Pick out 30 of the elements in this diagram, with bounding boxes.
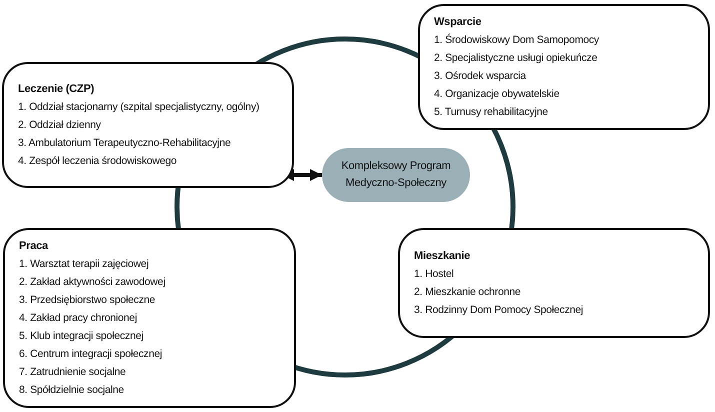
category-box <box>2 62 294 188</box>
list-item: 2. Mieszkanie ochronne <box>414 285 522 300</box>
list-item: 1. Warsztat terapii zajęciowej <box>19 257 150 272</box>
list-item: 2. Oddział dzienny <box>18 118 102 133</box>
list-item: 1. Środowiskowy Dom Samopomocy <box>434 32 600 48</box>
list-item: 1. Oddział stacjonarny (szpital specjalistyczny, ogólny) <box>18 100 260 115</box>
category-heading: Wsparcie <box>434 15 482 30</box>
category-box <box>398 228 710 338</box>
category-heading: Leczenie (CZP) <box>18 82 96 97</box>
list-item: 4. Organizacje obywatelskie <box>434 87 560 102</box>
list-item: 2. Specjalistyczne usługi opiekuńcze <box>434 51 598 66</box>
list-item: 3. Ośrodek wsparcia <box>434 69 528 84</box>
list-item: 5. Turnusy rehabilitacyjne <box>434 105 549 120</box>
list-item: 4. Zakład pracy chronionej <box>19 311 138 326</box>
category-box <box>418 4 710 130</box>
category-heading: Praca <box>19 239 50 254</box>
list-item: 3. Ambulatorium Terapeutyczno-Rehabilitacyjne <box>18 136 232 151</box>
list-item: 7. Zatrudnienie socjalne <box>19 365 127 380</box>
list-item: 2. Zakład aktywności zawodowej <box>19 275 166 290</box>
list-item: 8. Spółdzielnie socjalne <box>19 383 125 398</box>
list-item: 3. Przedsiębiorstwo społeczne <box>19 293 156 308</box>
program-label: Kompleksowy Program Medyczno-Społeczny <box>340 159 452 191</box>
program-pill <box>322 148 470 202</box>
list-item: 6. Centrum integracji społecznej <box>19 347 164 362</box>
category-box <box>3 228 296 408</box>
list-item: 1. Hostel <box>414 267 455 282</box>
list-item: 5. Klub integracji społecznej <box>19 329 144 344</box>
category-heading: Mieszkanie <box>414 249 472 264</box>
list-item: 4. Zespół leczenia środowiskowego <box>18 154 178 169</box>
list-item: 3. Rodzinny Dom Pomocy Społecznej <box>414 303 584 318</box>
